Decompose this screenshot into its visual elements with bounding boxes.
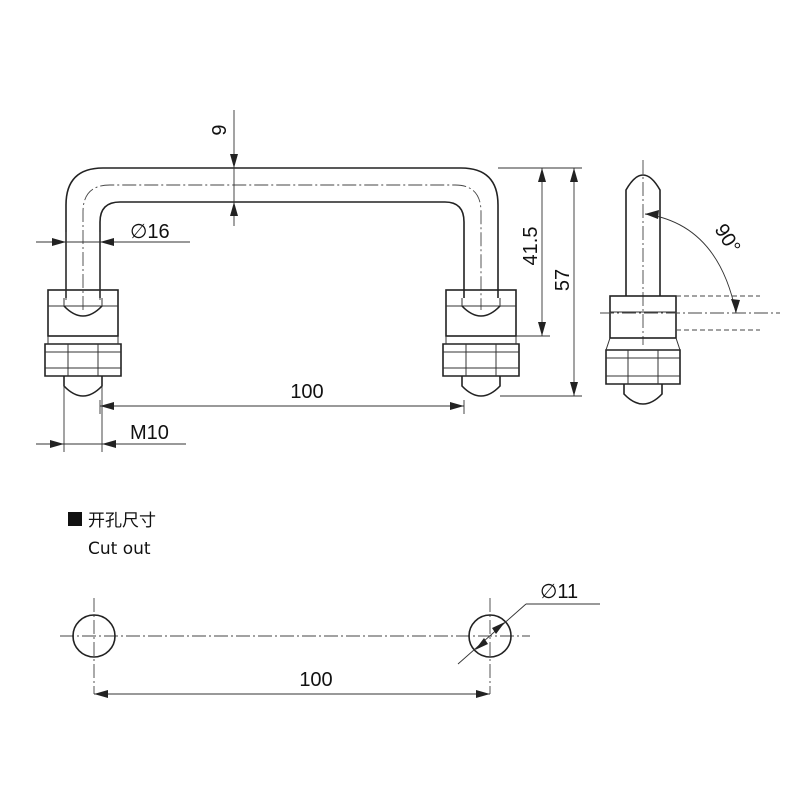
dim-hole-diameter: ∅11 — [457, 581, 600, 665]
cutout-heading: 开孔尺寸 Cut out — [68, 511, 156, 559]
dim-total-height: 57 — [500, 167, 582, 397]
dim-angle-label: 90° — [710, 220, 745, 257]
dim-hole-distance: 100 — [94, 669, 490, 698]
dim-thread-label: M10 — [130, 422, 169, 444]
cutout-hole-left — [72, 614, 116, 658]
cutout-hole-right — [468, 614, 512, 658]
dim-rod-diameter: ∅16 — [36, 221, 190, 300]
cutout-title-cn: 开孔尺寸 — [88, 511, 156, 531]
dim-rod-diameter-label: ∅16 — [130, 221, 170, 243]
dim-center-distance-label: 100 — [290, 381, 323, 403]
dim-top-thickness-label: 9 — [209, 124, 231, 135]
left-nut — [44, 336, 122, 397]
cutout-title-en: Cut out — [88, 539, 151, 559]
dim-inner-height-label: 41.5 — [520, 227, 542, 266]
dim-total-height-label: 57 — [552, 269, 574, 291]
right-nut — [442, 336, 520, 397]
dim-inner-height: 41.5 — [498, 167, 550, 337]
dim-center-distance: 100 — [99, 381, 465, 414]
handle-front-view — [44, 167, 520, 397]
dim-top-thickness: 9 — [209, 110, 238, 226]
right-collar — [445, 289, 517, 337]
dim-thread: M10 — [36, 386, 186, 452]
cutout-drawing — [60, 598, 530, 694]
dim-hole-distance-label: 100 — [299, 669, 332, 691]
dim-hole-diameter-label: ∅11 — [540, 581, 578, 603]
left-collar — [47, 289, 119, 337]
legend-square — [68, 512, 82, 526]
handle-side-view: 90° — [600, 160, 780, 405]
